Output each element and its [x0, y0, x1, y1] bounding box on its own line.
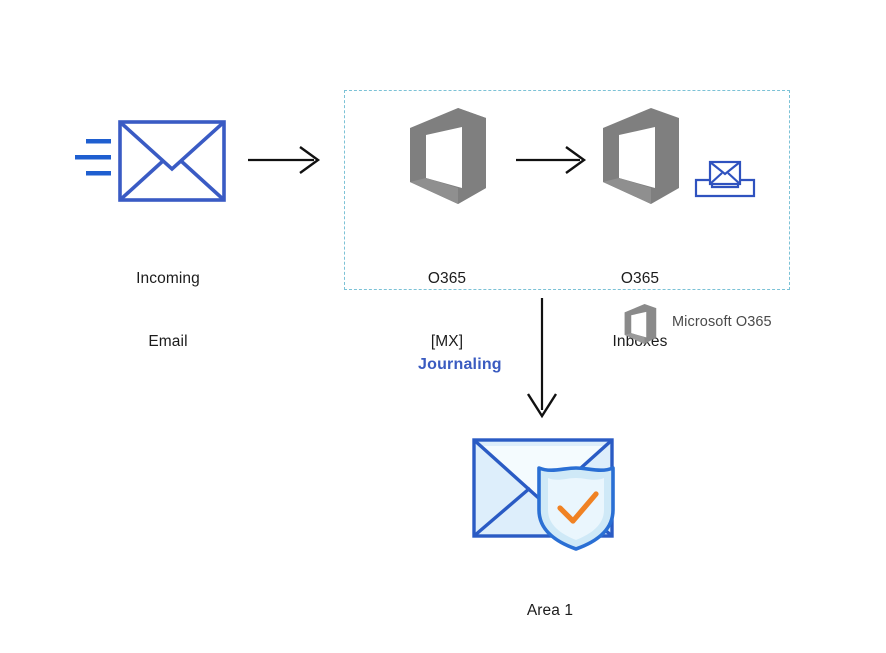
arrow-right-icon — [248, 146, 321, 174]
area1-label: Area 1 email security — [466, 558, 634, 653]
office-logo-bottom-shade — [410, 178, 458, 204]
o365-boundary-box — [344, 90, 790, 290]
area1-node — [468, 432, 634, 551]
office-logo-inner-page — [631, 311, 647, 338]
incoming-email-label-line1: Incoming — [136, 270, 200, 287]
incoming-email-node — [70, 112, 230, 212]
ingress-arrow — [248, 142, 328, 178]
area1-label-line1: Area 1 — [526, 602, 574, 619]
o365-mx-node — [404, 108, 490, 204]
mx-to-inbox-arrow — [516, 142, 594, 178]
area1-shield-checkmark-icon — [557, 491, 599, 524]
inbox-envelope-fold-right — [727, 172, 741, 185]
office-365-logo-icon — [603, 108, 679, 204]
journaling-edge-label: Journaling — [418, 356, 502, 373]
legend-item-microsoft-o365 — [622, 304, 658, 344]
journaling-arrow — [522, 298, 562, 420]
inbox-tray-envelope-icon — [694, 160, 756, 198]
speed-line-mid — [75, 155, 111, 160]
envelope-flap — [118, 120, 226, 172]
office-logo-bottom-shade — [603, 178, 651, 204]
office-logo-inner-page — [619, 127, 655, 188]
inbox-envelope-fold-left — [709, 172, 723, 185]
o365-inboxes-label-line1: O365 — [620, 270, 660, 287]
office-logo-bottom-shade — [624, 333, 645, 344]
envelope-fold-left — [118, 158, 166, 202]
office-365-logo-icon — [624, 304, 657, 344]
arrow-head — [565, 146, 587, 174]
arrow-head — [299, 146, 321, 174]
office-365-logo-icon — [410, 108, 486, 204]
envelope-fold-right — [178, 158, 226, 202]
speed-line-top — [86, 139, 111, 144]
o365-mx-label: O365 [MX] — [372, 226, 522, 394]
envelope-icon — [75, 120, 226, 202]
secure-email-shield-icon — [472, 438, 615, 551]
area1-envelope-fold-left — [472, 486, 532, 538]
incoming-email-label: Incoming Email — [88, 226, 248, 394]
speed-line-bottom — [86, 171, 111, 176]
arrow-down-icon — [526, 298, 558, 419]
office-logo-inner-page — [426, 127, 462, 188]
o365-inboxes-node — [597, 108, 683, 204]
o365-mx-label-line2: [MX] — [430, 333, 464, 350]
arrow-right-icon — [516, 146, 587, 174]
inbox-badge — [694, 158, 756, 202]
arrow-head — [526, 393, 558, 419]
inbox-envelope-flap — [709, 161, 741, 176]
legend-label-microsoft-o365: Microsoft O365 — [672, 314, 772, 330]
area1-shield-inner — [548, 478, 604, 540]
envelope-body — [118, 120, 226, 202]
o365-mx-label-line1: O365 — [427, 270, 467, 287]
incoming-email-label-line2: Email — [148, 333, 188, 350]
